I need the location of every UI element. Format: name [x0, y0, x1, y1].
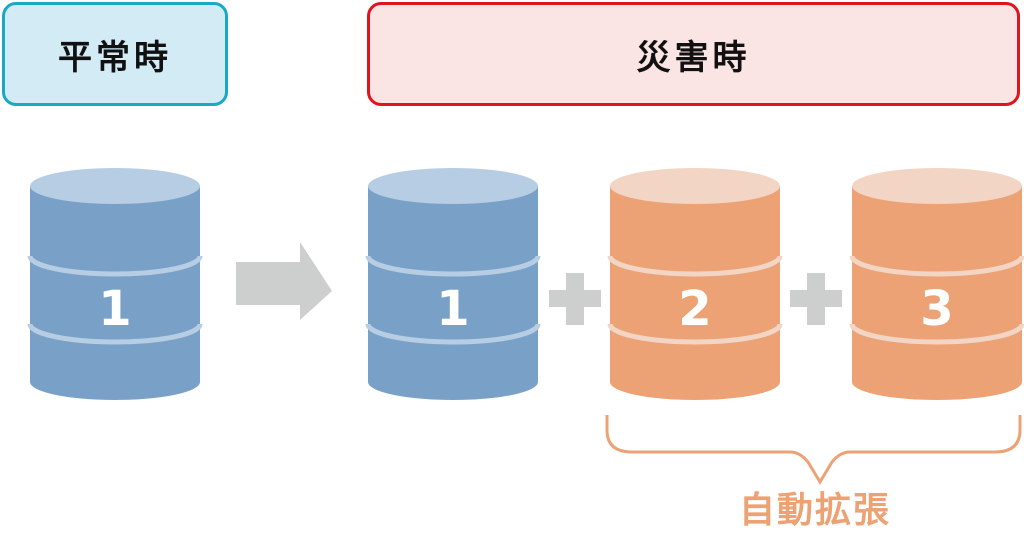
cylinder-number: 1	[436, 281, 469, 337]
disaster-time-header: 災害時	[367, 2, 1020, 106]
auto-expand-label: 自動拡張	[738, 490, 891, 531]
cylinder-band	[849, 255, 1024, 277]
cylinder-top	[852, 168, 1022, 204]
cylinder-top	[610, 168, 780, 204]
plus-icon	[549, 273, 601, 325]
database-cylinder-1: 1	[27, 168, 203, 400]
cylinder-band	[365, 255, 541, 277]
cylinder-band	[365, 323, 541, 345]
cylinder-top	[368, 168, 538, 204]
arrow-right-icon	[236, 242, 332, 320]
cylinder-band	[607, 323, 783, 345]
plus-icon	[790, 273, 842, 325]
cylinder-band	[849, 323, 1024, 345]
cylinder-number: 2	[678, 281, 711, 337]
database-cylinder-3: 2	[607, 168, 783, 400]
cylinder-number: 1	[98, 281, 131, 337]
cylinder-band	[27, 255, 203, 277]
cylinder-top	[30, 168, 200, 204]
database-cylinder-2: 1	[365, 168, 541, 400]
normal-time-header: 平常時	[2, 2, 228, 106]
cylinder-band	[607, 255, 783, 277]
cylinder-band	[27, 323, 203, 345]
database-cylinder-4: 3	[849, 168, 1024, 400]
curly-brace-icon	[605, 415, 1022, 485]
cylinder-number: 3	[920, 281, 953, 337]
